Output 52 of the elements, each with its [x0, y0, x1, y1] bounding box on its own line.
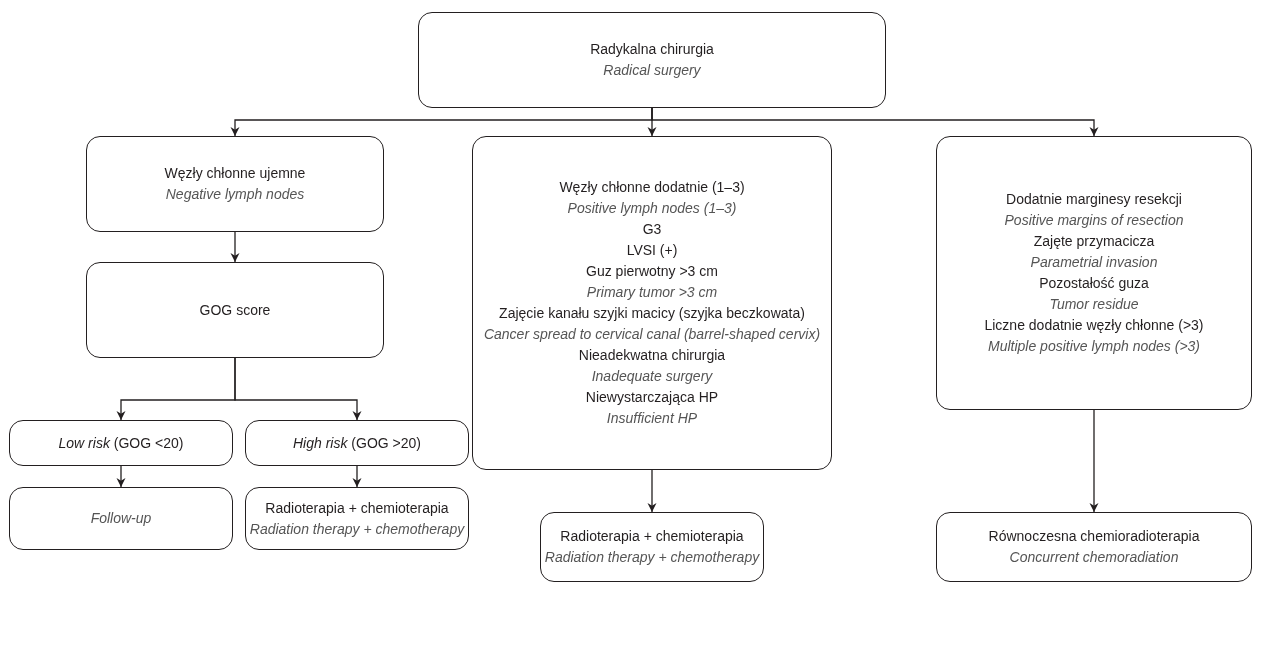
translation-text: Multiple positive lymph nodes (>3)	[987, 337, 1200, 356]
box-text: Guz pierwotny >3 cm	[586, 262, 718, 281]
process-box	[540, 512, 764, 582]
box-text: GOG score	[199, 300, 271, 320]
process-box	[936, 512, 1252, 582]
box-text: Zajęte przymacicza	[1033, 232, 1155, 251]
arrow	[651, 107, 1099, 137]
arrow	[647, 469, 657, 513]
translation-text: Follow-up	[90, 509, 152, 528]
translation-text: Radiation therapy + chemotherapy	[544, 548, 760, 567]
box-text: Radioterapia + chemioterapia	[560, 527, 744, 546]
process-box	[9, 487, 233, 550]
translation-text: Insufficient HP	[606, 409, 698, 428]
translation-text: Negative lymph nodes	[165, 185, 305, 204]
translation-text: Cancer spread to cervical canal (barrel-shaped cervix)	[483, 325, 821, 344]
translation-text: Radical surgery	[603, 61, 701, 80]
translation-text: Tumor residue	[1049, 295, 1139, 314]
box-text: LVSI (+)	[626, 241, 678, 260]
process-box	[472, 136, 832, 470]
process-box	[245, 420, 469, 466]
box-text: Węzły chłonne ujemne	[164, 164, 306, 183]
arrow	[1089, 409, 1099, 513]
process-box	[86, 262, 384, 358]
process-box	[245, 487, 469, 550]
translation-text: Inadequate surgery	[591, 367, 713, 386]
arrow	[234, 357, 362, 421]
box-text: Low risk (GOG <20)	[58, 433, 184, 453]
process-box	[86, 136, 384, 232]
box-text: High risk (GOG >20)	[293, 433, 421, 453]
box-text: Niewystarczająca HP	[585, 388, 719, 407]
translation-text: Positive lymph nodes (1–3)	[567, 199, 737, 218]
box-text: Radykalna chirurgia	[590, 40, 714, 59]
translation-text: Concurrent chemoradiation	[1009, 548, 1179, 567]
box-text: Nieadekwatna chirurgia	[578, 346, 726, 365]
translation-text: Radiation therapy + chemotherapy	[249, 519, 465, 539]
translation-text: Primary tumor >3 cm	[586, 283, 718, 302]
arrow	[352, 465, 362, 488]
box-text: Równoczesna chemioradioterapia	[988, 527, 1200, 546]
box-text: Dodatnie marginesy resekcji	[1006, 190, 1182, 209]
translation-text: Parametrial invasion	[1030, 253, 1158, 272]
box-text: Liczne dodatnie węzły chłonne (>3)	[984, 316, 1204, 335]
arrow	[116, 465, 126, 488]
box-text: Zajęcie kanału szyjki macicy (szyjka beczkowata)	[499, 304, 805, 323]
process-box	[9, 420, 233, 466]
process-box	[936, 136, 1252, 410]
box-text: Węzły chłonne dodatnie (1–3)	[559, 178, 745, 197]
translation-text: Positive margins of resection	[1004, 211, 1184, 230]
box-text: Radioterapia + chemioterapia	[265, 498, 449, 518]
arrow	[230, 231, 240, 263]
box-text: Pozostałość guza	[1039, 274, 1149, 293]
box-text: G3	[642, 220, 662, 239]
process-box	[418, 12, 886, 108]
